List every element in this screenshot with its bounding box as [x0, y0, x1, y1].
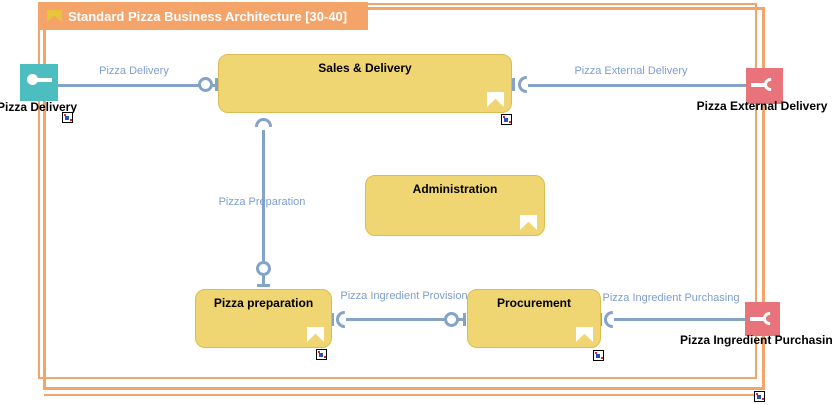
connector-pizza-delivery[interactable]: [58, 84, 199, 87]
interface-socket-icon: [604, 311, 613, 328]
business-process-icon: [520, 215, 537, 230]
interface-socket-icon: [518, 76, 527, 93]
interface-label: Pizza External Delivery: [696, 99, 828, 113]
frame-border-outer: [38, 3, 757, 379]
connector-label: Pizza Delivery: [99, 65, 169, 77]
model-reference-icon: [316, 349, 327, 360]
process-label: Procurement: [496, 296, 572, 310]
business-process-icon: [487, 92, 504, 107]
model-reference-icon: [501, 114, 512, 125]
frame-bottom-bar: [44, 394, 757, 396]
connector-label: Pizza Preparation: [218, 196, 306, 208]
anchor-tick: [512, 78, 515, 91]
anchor-tick: [257, 284, 270, 287]
diagram-title-tab[interactable]: Standard Pizza Business Architecture [30…: [38, 2, 368, 30]
connector-pizza-ingredient-provision[interactable]: [346, 318, 444, 321]
connector-stub: [262, 275, 265, 284]
interface-icon-pizza-delivery[interactable]: [20, 64, 58, 101]
model-reference-icon: [754, 391, 765, 402]
process-label: Administration: [412, 182, 498, 196]
connector-pizza-external-delivery[interactable]: [528, 84, 746, 87]
interface-ball-icon: [198, 77, 213, 92]
interface-icon-pizza-external-delivery[interactable]: [746, 68, 783, 104]
business-process-icon: [307, 327, 324, 342]
business-process-icon: [47, 9, 62, 23]
process-box-administration[interactable]: Administration: [365, 175, 545, 236]
model-reference-icon: [62, 112, 73, 123]
interface-icon-pizza-ingredient-purchasing[interactable]: [745, 302, 780, 336]
business-process-icon: [576, 327, 593, 342]
process-label: Pizza preparation: [213, 296, 314, 310]
anchor-tick: [331, 313, 334, 326]
model-reference-icon: [593, 350, 604, 361]
connector-label: Pizza Ingredient Provision: [340, 290, 468, 302]
interface-socket-icon: [336, 311, 345, 328]
connector-stub: [458, 318, 464, 321]
interface-socket-icon: [255, 118, 272, 127]
interface-label: Pizza Delivery: [0, 100, 78, 114]
process-label: Sales & Delivery: [318, 61, 412, 75]
interface-ball-icon: [256, 261, 271, 276]
process-box-pizza-preparation[interactable]: Pizza preparation: [195, 289, 332, 348]
anchor-tick: [215, 78, 218, 91]
process-box-sales-delivery[interactable]: Sales & Delivery: [218, 54, 512, 113]
interface-ball-icon: [444, 312, 459, 327]
frame-border-inner: [43, 7, 765, 390]
anchor-tick: [463, 313, 466, 326]
connector-pizza-preparation[interactable]: [262, 130, 265, 261]
connector-label: Pizza External Delivery: [574, 65, 688, 77]
connector-label: Pizza Ingredient Purchasing: [602, 292, 740, 304]
interface-label: Pizza Ingredient Purchasing: [679, 333, 833, 347]
diagram-title: Standard Pizza Business Architecture [30…: [68, 8, 348, 24]
process-box-procurement[interactable]: Procurement: [467, 289, 601, 348]
connector-pizza-ingredient-purchasing[interactable]: [614, 318, 745, 321]
